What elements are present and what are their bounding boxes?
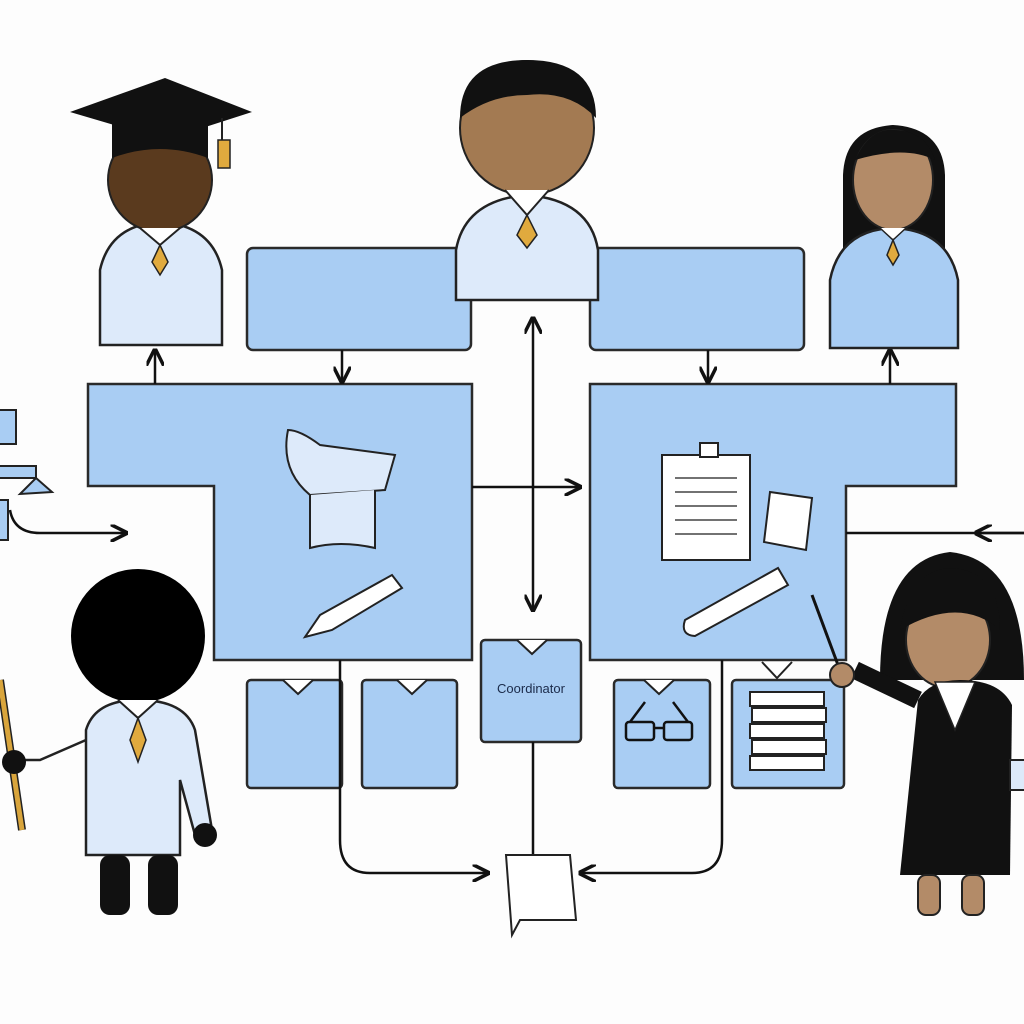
teacher-person-left — [0, 569, 217, 915]
graduate-person — [70, 78, 252, 347]
books-stack-icon — [749, 691, 827, 771]
sub-box-1 — [245, 678, 344, 790]
notes-icon — [762, 490, 814, 552]
computer-icon — [0, 409, 55, 541]
marker-icon — [682, 566, 790, 638]
sub-box-2 — [360, 678, 459, 790]
sub-box-3 — [612, 678, 712, 790]
top-left-box — [245, 246, 473, 352]
top-right-box — [588, 246, 806, 352]
teacher-person-right — [810, 552, 1024, 916]
graduation-cap-icon — [285, 428, 397, 550]
document-icon — [504, 854, 578, 939]
manager-person — [454, 60, 600, 302]
glasses-icon — [624, 701, 694, 742]
clipboard-icon — [661, 442, 751, 561]
staff-woman-person — [828, 125, 960, 350]
coordinator-label: Coordinator — [497, 681, 566, 696]
pencil-icon — [302, 573, 404, 639]
